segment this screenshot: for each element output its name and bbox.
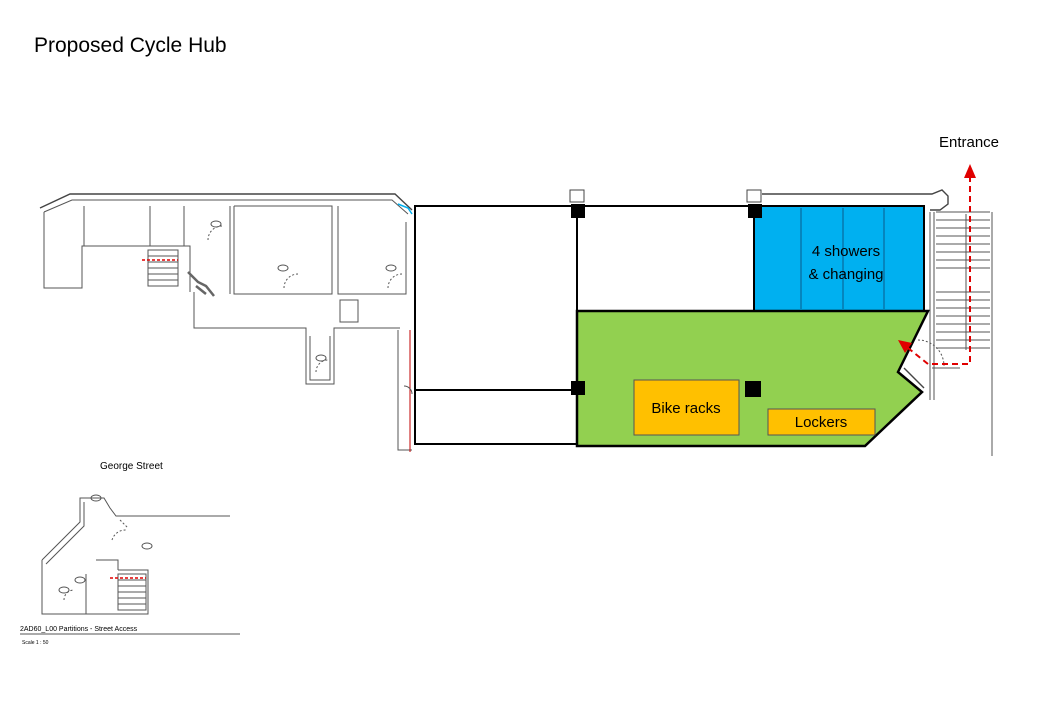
showers-area (753, 205, 925, 312)
inset-title: 2AD60_L00 Partitions - Street Access (20, 626, 138, 633)
shower-partitions (800, 208, 885, 309)
column (745, 381, 761, 397)
entrance-label: Entrance (939, 134, 999, 151)
lockers-label: Lockers (795, 414, 848, 431)
arrow-head-up-icon (964, 164, 976, 178)
entrance-route-arrow (907, 176, 971, 365)
column-top-2 (746, 189, 762, 203)
showers-label-line2: & changing (808, 266, 883, 283)
arrow-head-left-icon (898, 340, 912, 353)
bike-racks-box (633, 379, 740, 436)
column-top-1 (569, 189, 585, 203)
lockers-box (767, 408, 876, 436)
column (748, 204, 762, 218)
existing-building-plan (39, 193, 413, 452)
showers-label-line1: 4 showers (812, 243, 880, 260)
inset-scale: Scale 1 : 50 (22, 640, 49, 646)
bike-racks-label: Bike racks (651, 400, 720, 417)
page-title: Proposed Cycle Hub (34, 34, 227, 57)
entrance-stairs (903, 211, 993, 456)
column (571, 204, 585, 218)
street-label: George Street (100, 461, 163, 472)
street-access-inset: George Street 2AD60_L00 Partitions - Str… (20, 461, 240, 646)
column (571, 381, 585, 395)
